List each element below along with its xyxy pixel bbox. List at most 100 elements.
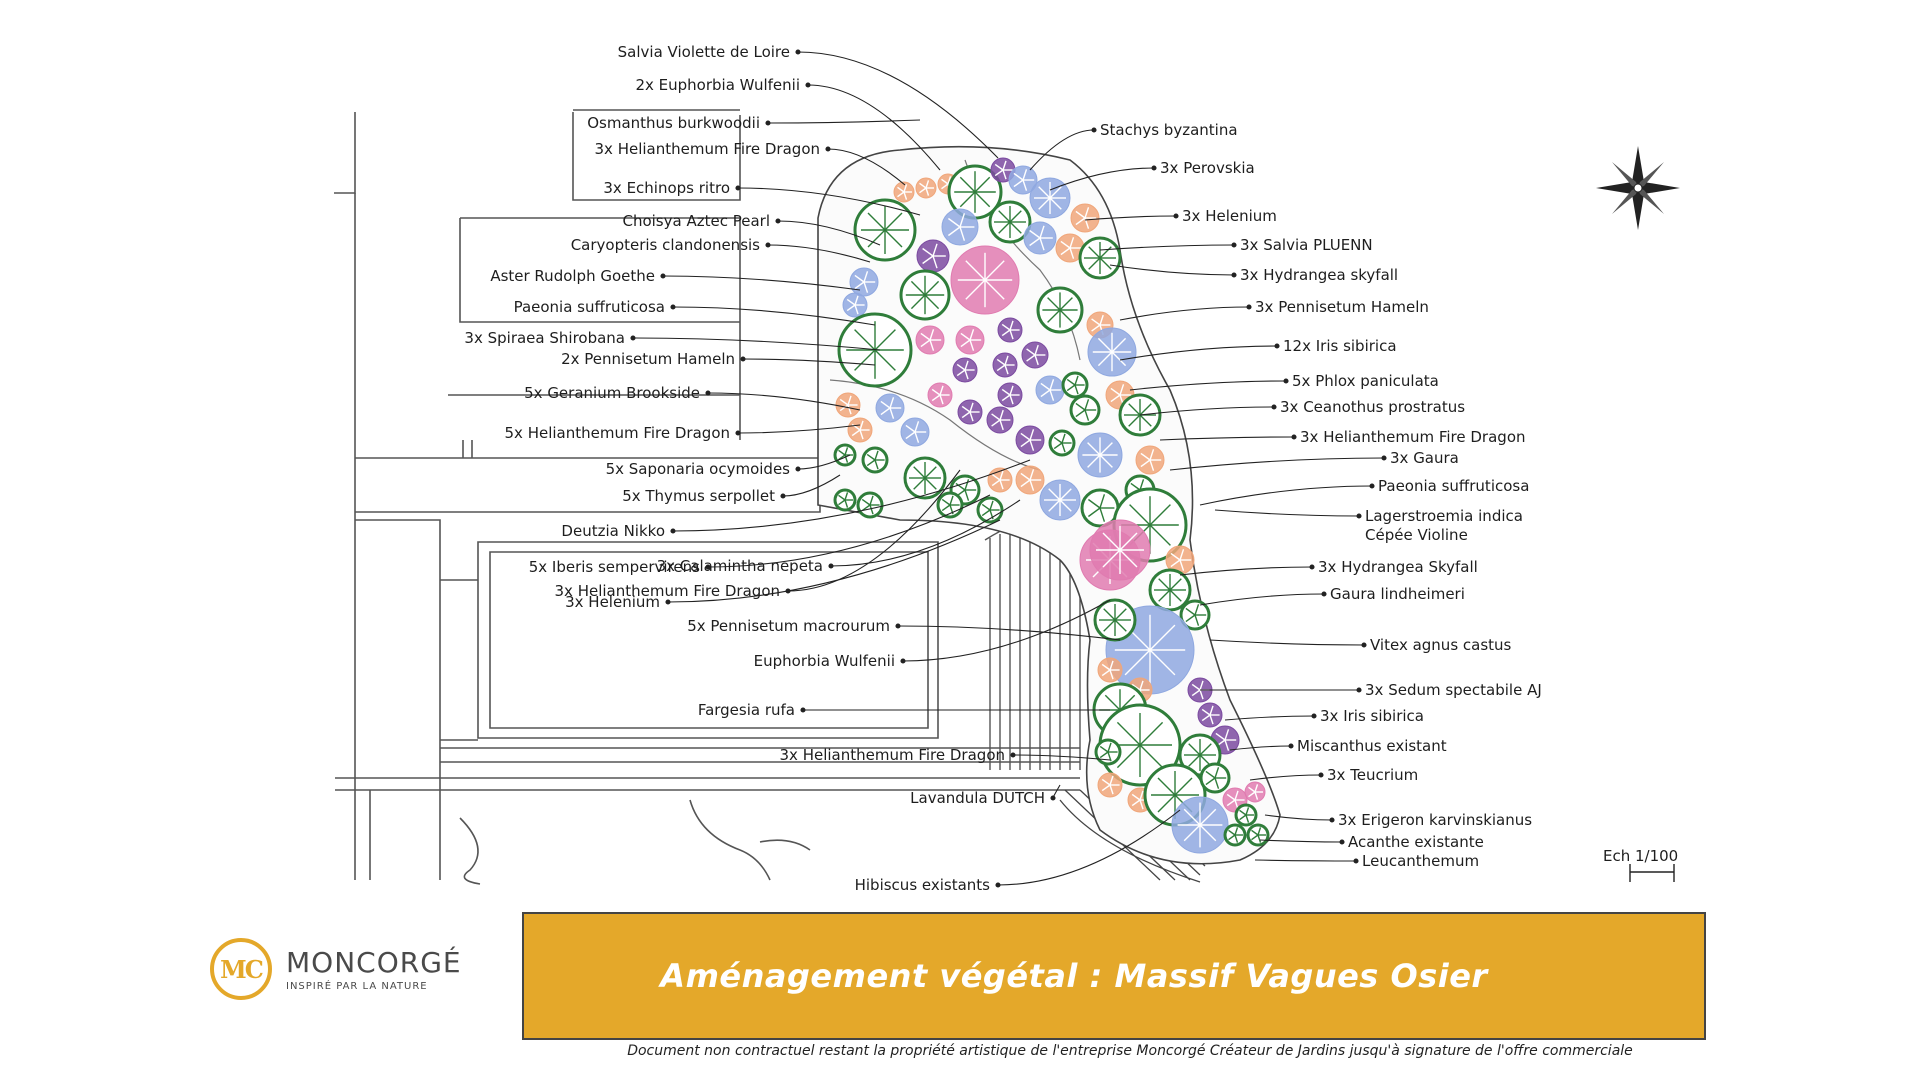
- leader-line: [777, 220, 881, 246]
- plant-symbol: [1165, 545, 1195, 575]
- plant-label-right: 3x Ceanothus prostratus: [1280, 398, 1465, 416]
- leader-line: [1224, 715, 1315, 721]
- plant-label-right: 3x Pennisetum Hameln: [1255, 298, 1429, 316]
- plant-label-text: 3x Gaura: [1390, 449, 1459, 467]
- plant-symbol: [835, 392, 861, 418]
- plant-label-text: 3x Helianthemum Fire Dragon: [555, 582, 781, 600]
- plant-label-text: Lavandula DUTCH: [910, 789, 1045, 807]
- leader-line: [1259, 839, 1343, 843]
- plant-label-text: Stachys byzantina: [1100, 121, 1238, 139]
- plant-label-right: Paeonia suffruticosa: [1378, 477, 1529, 495]
- leader-line: [1199, 593, 1325, 606]
- plant-symbol: [950, 245, 1020, 315]
- plant-symbol: [1094, 738, 1122, 766]
- plant-label-left: 5x Helianthemum Fire Dragon: [505, 424, 731, 442]
- plant-label-text: 3x Salvia PLUENN: [1240, 236, 1373, 254]
- plant-label-right: 3x Perovskia: [1160, 159, 1255, 177]
- plant-label-text: 3x Hydrangea Skyfall: [1318, 558, 1478, 576]
- plant-label-right: Acanthe existante: [1348, 833, 1484, 851]
- page-title: Aménagement végétal : Massif Vagues Osie…: [660, 957, 1488, 995]
- plant-label-text: Leucanthemum: [1362, 852, 1479, 870]
- plant-label-left: Osmanthus burkwoodii: [587, 114, 760, 132]
- plant-label-text: Fargesia rufa: [698, 701, 795, 719]
- scale-bar: Ech 1/100: [1603, 847, 1678, 882]
- plant-label-text: Vitex agnus castus: [1370, 636, 1512, 654]
- plant-symbol: [990, 157, 1016, 183]
- plant-label-text: Euphorbia Wulfenii: [754, 652, 895, 670]
- disclaimer: Document non contractuel restant la prop…: [627, 1043, 1633, 1059]
- plant-symbol: [1078, 236, 1122, 280]
- leader-line: [1214, 509, 1360, 517]
- plant-label-text: 3x Helenium: [1182, 207, 1277, 225]
- plant-symbol: [976, 496, 1004, 524]
- plant-symbol: [1015, 425, 1045, 455]
- plant-symbols: [833, 157, 1270, 854]
- leader-line: [1109, 264, 1235, 276]
- plant-label-text: 5x Iberis sempervirens: [529, 558, 700, 576]
- leader-line: [667, 519, 1001, 603]
- leader-line: [1099, 244, 1235, 251]
- plant-symbol: [856, 491, 884, 519]
- plant-label-text: 3x Iris sibirica: [1320, 707, 1424, 725]
- leader-line: [1139, 406, 1275, 416]
- plant-label-left: 3x Helianthemum Fire Dragon: [555, 582, 781, 600]
- plant-symbol: [899, 269, 951, 321]
- plant-label-text: 12x Iris sibirica: [1283, 337, 1397, 355]
- leader-line: [902, 599, 1111, 662]
- plant-label-right: 3x Helianthemum Fire Dragon: [1300, 428, 1526, 446]
- leader-line: [1084, 215, 1177, 221]
- plant-label-right: 3x Gaura: [1390, 449, 1459, 467]
- plant-label-left: 5x Iberis sempervirens: [529, 558, 700, 576]
- plant-symbol: [1197, 702, 1223, 728]
- plant-label-text: Hibiscus existants: [855, 876, 991, 894]
- leader-line: [830, 499, 1021, 567]
- plant-symbol: [1055, 233, 1085, 263]
- plant-symbol: [853, 198, 917, 262]
- plant-label-left: 5x Saponaria ocymoides: [606, 460, 791, 478]
- leader-line: [997, 809, 1181, 886]
- leader-line: [787, 469, 961, 592]
- plant-symbol: [875, 393, 905, 423]
- plant-label-text: 5x Phlox paniculata: [1292, 372, 1439, 390]
- leader-line: [797, 454, 851, 470]
- plant-label-left: 3x Calamintha nepeta: [657, 557, 823, 575]
- leader-line: [1129, 380, 1287, 391]
- plant-label-text: 3x Sedum spectabile AJ: [1365, 681, 1542, 699]
- plant-label-text: Miscanthus existant: [1297, 737, 1447, 755]
- plant-symbol: [1199, 762, 1231, 794]
- plant-symbol: [915, 325, 945, 355]
- plant-symbol: [1089, 519, 1151, 581]
- plant-symbol: [1097, 772, 1123, 798]
- plant-label-text: Deutzia Nikko: [561, 522, 665, 540]
- plant-label-text: 3x Calamintha nepeta: [657, 557, 823, 575]
- plant-label-right: 3x Hydrangea Skyfall: [1318, 558, 1478, 576]
- plant-label-text: Gaura lindheimeri: [1330, 585, 1465, 603]
- leader-line: [1169, 457, 1385, 471]
- plant-label-left: 3x Spiraea Shirobana: [464, 329, 625, 347]
- plant-label-left: Deutzia Nikko: [561, 522, 665, 540]
- plant-symbol: [1061, 371, 1089, 399]
- plant-label-left: Fargesia rufa: [698, 701, 795, 719]
- site-structures: [334, 109, 1080, 885]
- leader-line: [1029, 129, 1095, 171]
- leader-line: [662, 275, 861, 291]
- plant-label-left: 5x Thymus serpollet: [622, 487, 775, 505]
- leader-line: [897, 625, 1121, 641]
- plant-label-text: 3x Helianthemum Fire Dragon: [1300, 428, 1526, 446]
- plant-label-right: 3x Helenium: [1182, 207, 1277, 225]
- plant-label-text: 3x Helianthemum Fire Dragon: [595, 140, 821, 158]
- plant-symbol: [1244, 781, 1266, 803]
- plant-label-text: 5x Helianthemum Fire Dragon: [505, 424, 731, 442]
- plant-label-text: Paeonia suffruticosa: [514, 298, 665, 316]
- plant-label-right: 3x Teucrium: [1327, 766, 1418, 784]
- plant-symbol: [1087, 327, 1137, 377]
- plant-symbol: [992, 352, 1018, 378]
- plant-symbol: [987, 467, 1013, 493]
- leader-line: [1119, 306, 1250, 321]
- leader-line: [737, 424, 861, 434]
- leader-line: [1199, 485, 1373, 506]
- leader-line: [767, 119, 921, 124]
